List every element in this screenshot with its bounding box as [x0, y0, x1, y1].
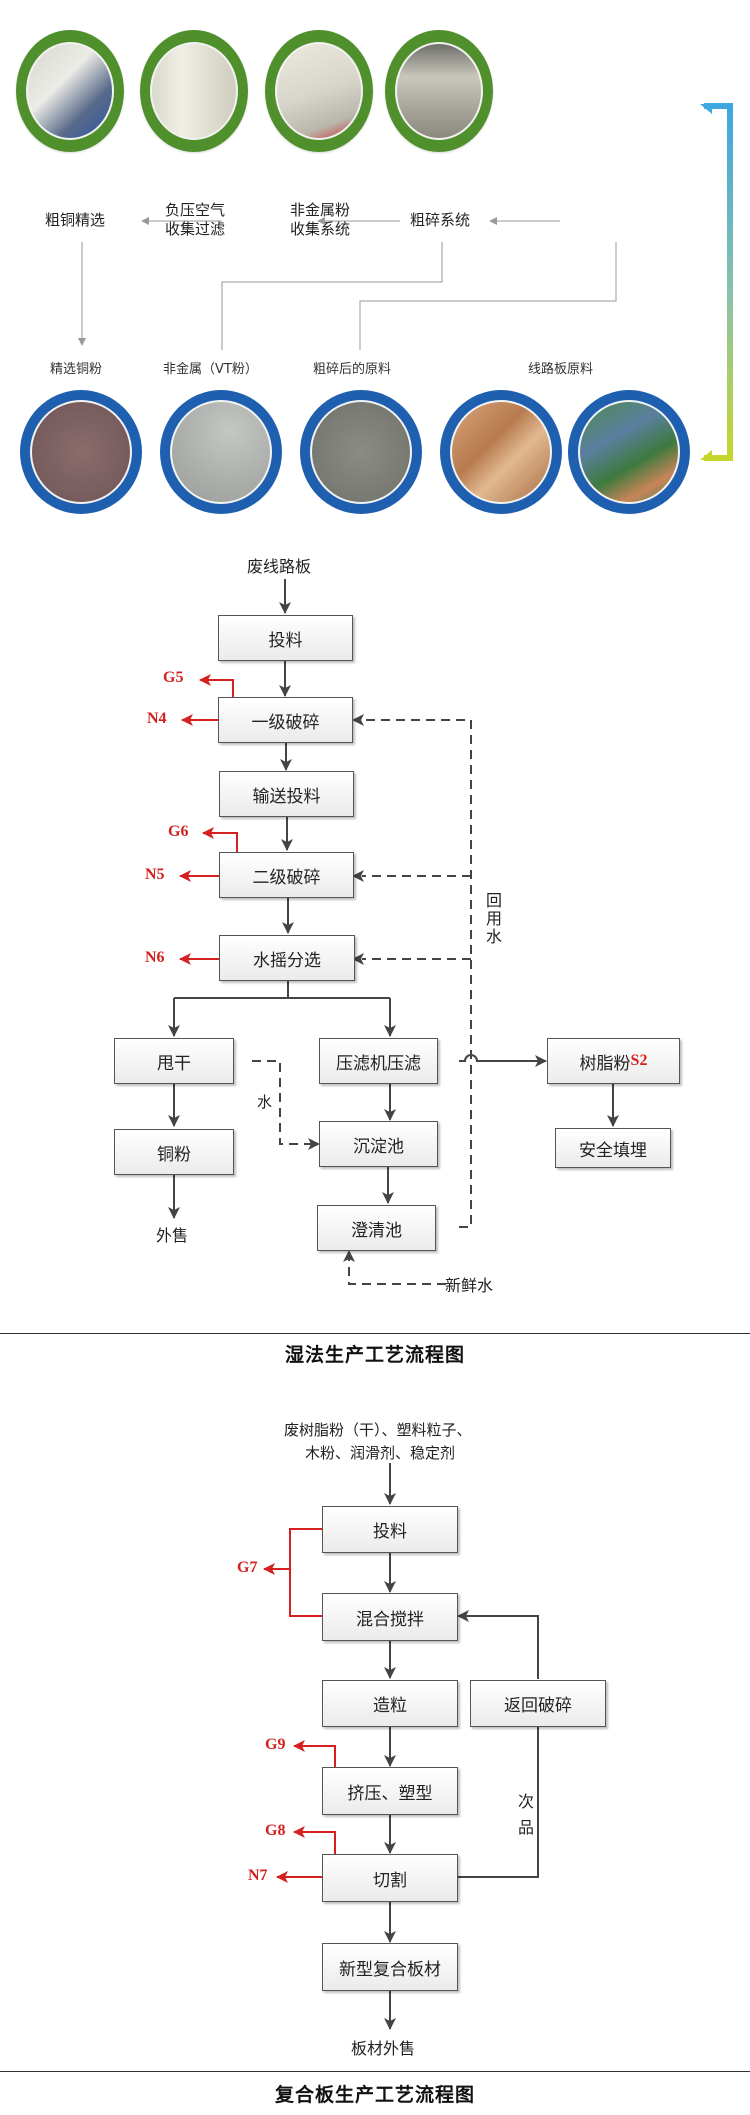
cyclone-filter-photo [140, 30, 248, 152]
copper-refining-photo [16, 30, 124, 152]
wet-step-convey-feed-label: 输送投料 [252, 786, 321, 807]
pcb-scrap-photo [568, 390, 690, 514]
equipment-label-powder-collector: 非金属粉 收集系统 [289, 201, 350, 238]
wet-step-sediment-tank-label: 沉淀池 [353, 1136, 404, 1157]
wet-step-primary-crush-label: 一级破碎 [251, 712, 320, 733]
composite-step-new-board: 新型复合板材 [322, 1943, 458, 1991]
emission-arrow-g6 [202, 827, 238, 852]
emission-n4: N4 [147, 710, 167, 727]
wet-step-filter-press-label: 压滤机压滤 [336, 1053, 421, 1074]
emission-arrow-g5 [199, 674, 234, 697]
wet-step-landfill: 安全填埋 [555, 1128, 671, 1168]
wet-step-secondary-crush-label: 二级破碎 [252, 867, 321, 888]
emission-line-g7 [289, 1528, 322, 1617]
material-label-copper-powder: 精选铜粉 [50, 362, 103, 377]
composite-step-mix-label: 混合搅拌 [356, 1609, 424, 1630]
wet-step-clarifier: 澄清池 [317, 1205, 436, 1251]
dashed-reuse-water-primary [362, 719, 472, 1228]
crushed-material-photo [300, 390, 422, 514]
divider-composite-process [0, 2071, 750, 2072]
wet-input-label: 废线路板 [247, 557, 312, 576]
composite-output-sale: 板材外售 [351, 2039, 416, 2058]
composite-process-title: 复合板生产工艺流程图 [274, 2084, 475, 2106]
divider-wet-process [0, 1333, 750, 1334]
wet-step-primary-crush: 一级破碎 [218, 697, 353, 743]
composite-step-new-board-label: 新型复合板材 [339, 1959, 441, 1980]
defect-label-1: 次 [518, 1792, 535, 1811]
wet-step-landfill-label: 安全填埋 [579, 1140, 647, 1161]
composite-step-granulate: 造粒 [322, 1680, 458, 1727]
line-cut-to-return [458, 1691, 539, 1878]
wet-step-copper-powder-label: 铜粉 [157, 1144, 191, 1165]
material-label-nonmetal: 非金属（VT粉） [163, 362, 258, 377]
emission-g6: G6 [168, 823, 189, 840]
emission-g8: G8 [265, 1822, 286, 1839]
wet-step-resin-powder-label: 树脂粉 [579, 1053, 631, 1074]
composite-step-feed-label: 投料 [373, 1522, 407, 1542]
dashed-fresh-water [348, 1258, 446, 1285]
wet-reuse-water-label: 回用水 [483, 892, 502, 946]
wet-step-shaker-sort-label: 水摇分选 [253, 950, 321, 971]
copper-scrap-photo [440, 390, 562, 514]
composite-step-feed: 投料 [322, 1506, 458, 1553]
wet-fresh-water-label: 新鲜水 [445, 1276, 494, 1295]
emission-arrow-g9 [293, 1740, 336, 1767]
composite-step-granulate-label: 造粒 [373, 1696, 407, 1716]
wet-step-filter-press: 压滤机压滤 [319, 1038, 438, 1084]
material-label-crushed: 粗碎后的原料 [313, 362, 392, 377]
composite-step-cut-label: 切割 [373, 1870, 407, 1891]
wet-step-convey-feed: 输送投料 [219, 771, 354, 817]
defect-label-2: 品 [518, 1818, 535, 1837]
solid-waste-code-s2: S2 [630, 1052, 648, 1069]
emission-n7: N7 [248, 1867, 268, 1884]
material-label-pcb: 线路板原料 [528, 362, 594, 377]
emission-g5: G5 [163, 669, 184, 686]
wet-step-spin-dry: 甩干 [114, 1038, 234, 1084]
wet-output-sale: 外售 [156, 1226, 189, 1245]
arrow-return-to-mix [457, 1610, 539, 1679]
line-crushing-to-crushed [359, 242, 617, 350]
wet-process-title: 湿法生产工艺流程图 [284, 1344, 465, 1366]
nonmetal-powder-photo [160, 390, 282, 514]
line-collector-to-nonmetal [221, 242, 443, 350]
composite-input-line-2: 木粉、润滑剂、稳定剂 [305, 1444, 456, 1462]
coarse-crushing-photo [385, 30, 493, 152]
composite-step-mix: 混合搅拌 [322, 1593, 458, 1641]
top-connectors [78, 217, 617, 350]
composite-step-cut: 切割 [322, 1854, 458, 1902]
equipment-label-copper-refining: 粗铜精选 [44, 211, 105, 229]
wet-step-clarifier-label: 澄清池 [351, 1220, 402, 1241]
composite-input-line-1: 废树脂粉（干）、塑料粒子、 [284, 1421, 472, 1439]
emission-g9: G9 [265, 1736, 286, 1753]
emission-g7: G7 [237, 1559, 258, 1576]
wet-water-label: 水 [257, 1093, 273, 1111]
process-cycle-bracket [700, 103, 733, 461]
wet-step-secondary-crush: 二级破碎 [219, 852, 354, 898]
composite-step-return-crush-label: 返回破碎 [504, 1696, 572, 1716]
copper-powder-photo [20, 390, 142, 514]
wet-step-spin-dry-label: 甩干 [157, 1053, 191, 1074]
powder-collector-photo [265, 30, 373, 152]
equipment-label-coarse-crushing: 粗碎系统 [409, 211, 470, 229]
wet-step-copper-powder: 铜粉 [114, 1129, 234, 1175]
wet-step-shaker-sort: 水摇分选 [219, 935, 355, 981]
wet-step-feed: 投料 [218, 615, 353, 661]
composite-step-extrude-label: 挤压、塑型 [347, 1783, 433, 1804]
emission-n6: N6 [145, 949, 165, 966]
dashed-arrowheads [308, 714, 364, 1262]
wet-step-feed-label: 投料 [268, 630, 303, 651]
equipment-label-air-filter: 负压空气 收集过滤 [164, 201, 225, 238]
emission-arrow-g8 [293, 1826, 336, 1854]
dashed-water-to-sediment [252, 1060, 316, 1145]
composite-step-extrude: 挤压、塑型 [322, 1767, 458, 1815]
composite-step-return-crush: 返回破碎 [470, 1680, 606, 1727]
wet-step-sediment-tank: 沉淀池 [319, 1121, 438, 1167]
emission-n5: N5 [145, 866, 165, 883]
